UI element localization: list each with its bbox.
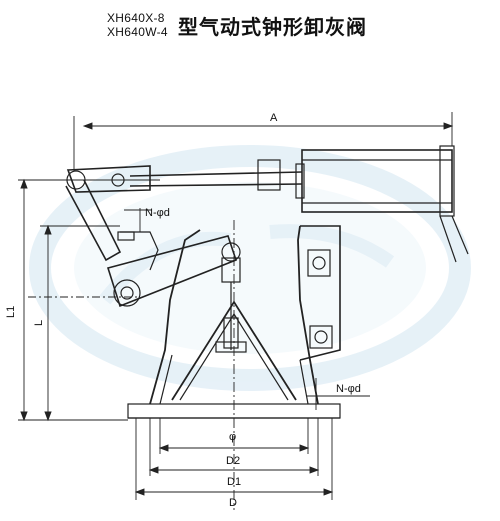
model-number-1: XH640X-8 [107, 11, 165, 25]
dimension-D2-label: D2 [226, 455, 240, 467]
dimension-L1-label: L1 [5, 306, 17, 318]
dimension-D1-label: D1 [227, 476, 241, 488]
bolt-hole-label-top: N-φd [145, 207, 170, 219]
watermark-logo [29, 145, 471, 391]
drawing-title: 型气动式钟形卸灰阀 [178, 15, 367, 39]
diameter-symbol-label: φ [229, 431, 236, 443]
model-number-2: XH640W-4 [107, 25, 168, 39]
title-block: XH640X-8 XH640W-4 型气动式钟形卸灰阀 [0, 0, 500, 40]
valve-body [65, 145, 469, 419]
dimension-D-label: D [229, 497, 237, 509]
dimension-L-label: L [33, 320, 45, 326]
bolt-hole-label-right: N-φd [336, 383, 361, 395]
dimension-lines [18, 112, 454, 510]
dimension-A-label: A [270, 112, 278, 124]
